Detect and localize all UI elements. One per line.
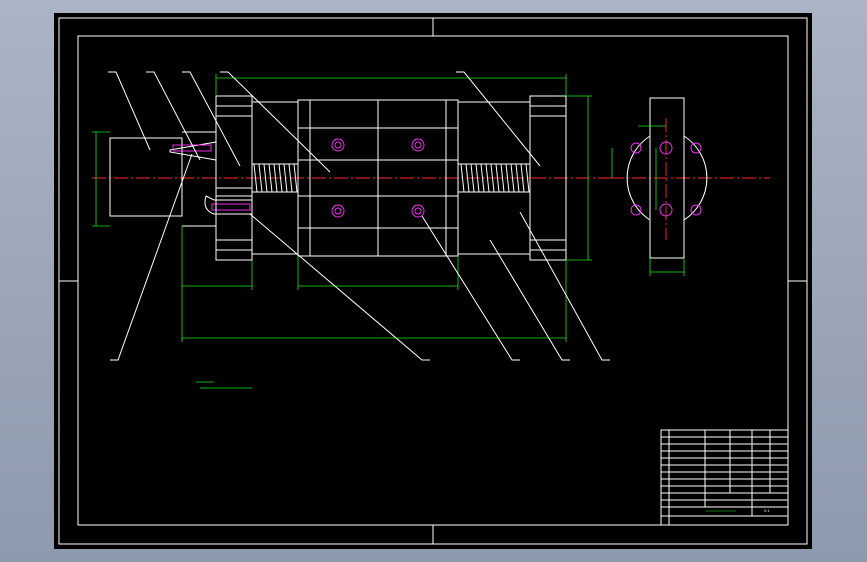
leader-lines xyxy=(108,71,610,361)
title-block: 2:1 xyxy=(660,429,789,526)
center-lines xyxy=(92,118,770,240)
right-end-cap xyxy=(529,95,567,261)
sheet-border xyxy=(58,17,808,545)
drawing-canvas: 2:1 xyxy=(58,17,808,545)
dimension-lines xyxy=(92,74,685,342)
cad-viewport[interactable]: 2:1 xyxy=(54,13,812,549)
technical-notes xyxy=(196,381,252,389)
side-view xyxy=(626,97,708,259)
left-fork-joint xyxy=(109,131,253,227)
central-body xyxy=(297,99,459,257)
scale-value: 2:1 xyxy=(764,509,770,513)
